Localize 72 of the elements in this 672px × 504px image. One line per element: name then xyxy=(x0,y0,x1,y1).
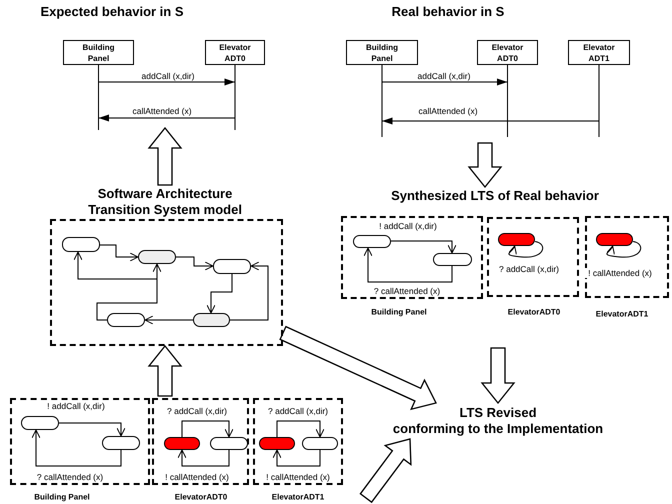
transition-arrow xyxy=(100,244,138,262)
initial-state xyxy=(498,233,535,246)
box-caption: ElevatorADT1 xyxy=(272,492,324,502)
lifeline-box: Elevator ADT0 xyxy=(477,40,538,65)
box-caption: ElevatorADT0 xyxy=(508,308,560,316)
message-arrow xyxy=(382,64,600,124)
block-arrow xyxy=(279,326,437,410)
box-caption: Building Panel xyxy=(34,492,90,502)
transition-arrow xyxy=(276,420,324,438)
edge-label: addCall (x,dir) xyxy=(140,71,196,81)
edge-label: ! addCall (x,dir) xyxy=(378,221,438,231)
message-arrow xyxy=(382,64,508,86)
transition-arrow xyxy=(364,248,452,282)
edge-label: ? callAttended (x) xyxy=(372,286,442,296)
self-loop-arrow xyxy=(605,240,642,258)
section-heading: Synthesized LTS of Real behavior xyxy=(391,188,599,204)
section-heading: Real behavior in S xyxy=(392,4,504,20)
lifeline-box: Building Panel xyxy=(346,40,418,65)
state-box xyxy=(102,436,140,450)
transition-arrow xyxy=(206,274,232,314)
state-box xyxy=(353,235,391,248)
section-heading: Software Architecture Transition System model xyxy=(87,186,243,218)
edge-label: ? addCall (x,dir) xyxy=(498,264,560,274)
edge-label: callAttended (x) xyxy=(417,106,479,116)
edge-label: ? callAttended (x) xyxy=(36,472,104,482)
lifeline-box: Building Panel xyxy=(63,40,134,65)
edge-label: ! callAttended (x) xyxy=(164,472,230,482)
state-box xyxy=(21,416,59,430)
block-arrow xyxy=(360,438,412,504)
state-box xyxy=(62,237,100,252)
state-box xyxy=(302,437,338,450)
block-arrow xyxy=(148,344,182,397)
state-box xyxy=(138,250,176,264)
message-arrow xyxy=(98,64,236,86)
transition-arrow xyxy=(58,422,126,436)
section-heading: Expected behavior in S xyxy=(40,4,184,20)
edge-label: ? addCall (x,dir) xyxy=(166,406,228,416)
initial-state xyxy=(596,233,633,246)
transition-arrow xyxy=(390,240,456,254)
section-heading: conforming to the Implementation xyxy=(392,421,604,437)
message-arrow xyxy=(98,64,236,122)
section-heading: LTS Revised xyxy=(459,405,537,421)
edge-label: callAttended (x) xyxy=(131,106,193,116)
transition-arrow xyxy=(182,420,234,438)
transition-arrow xyxy=(144,316,194,324)
state-box xyxy=(210,437,248,450)
initial-state xyxy=(164,437,200,450)
self-loop-arrow xyxy=(507,240,544,258)
dashed-frame xyxy=(50,219,283,346)
transition-arrow xyxy=(178,450,230,466)
transition-arrow xyxy=(32,430,122,466)
box-caption: Building Panel xyxy=(371,308,427,316)
state-box xyxy=(107,313,145,327)
lifeline-box: Elevator ADT0 xyxy=(205,40,265,65)
block-arrow xyxy=(148,126,182,186)
edge-label: ! addCall (x,dir) xyxy=(46,401,106,411)
block-arrow xyxy=(480,347,516,404)
transition-arrow xyxy=(74,252,158,320)
state-box xyxy=(433,253,472,266)
state-box xyxy=(193,313,230,327)
box-caption: ElevatorADT1 xyxy=(596,310,648,318)
edge-label: ? addCall (x,dir) xyxy=(267,406,329,416)
edge-label: addCall (x,dir) xyxy=(416,71,472,81)
state-box xyxy=(213,259,251,274)
lifeline-box: Elevator ADT1 xyxy=(568,40,630,65)
box-caption: ElevatorADT0 xyxy=(174,492,228,502)
edge-label: ! callAttended (x) xyxy=(265,472,331,482)
block-arrow xyxy=(468,142,502,188)
transition-arrow xyxy=(230,262,268,320)
transition-arrow xyxy=(272,450,320,466)
transition-arrow xyxy=(176,256,214,270)
initial-state xyxy=(259,437,295,450)
